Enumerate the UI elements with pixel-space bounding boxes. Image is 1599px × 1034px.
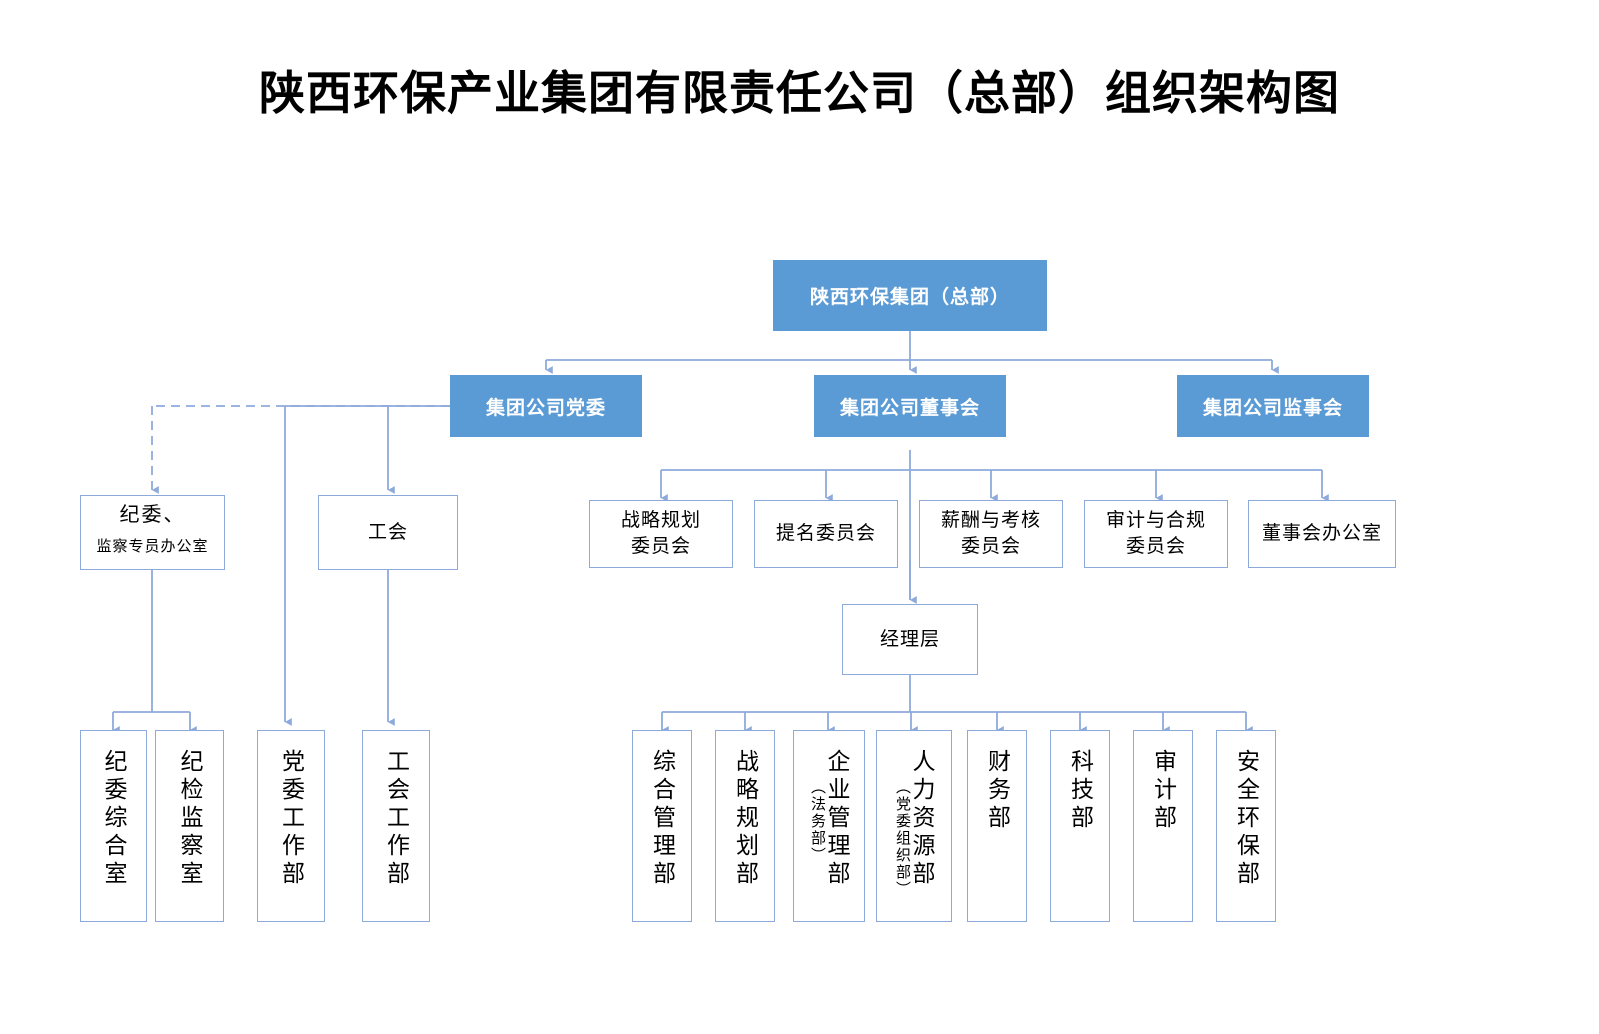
node-label: 工会 — [367, 521, 408, 543]
node-management-layer[interactable]: 经理层 — [842, 604, 978, 675]
node-label: 人力资源部 — [909, 749, 935, 889]
node-label: 纪检监察室 — [177, 749, 203, 889]
page-title: 陕西环保产业集团有限责任公司（总部）组织架构图 — [259, 66, 1340, 120]
node-label: 陕西环保集团（总部） — [809, 287, 1010, 308]
node-committee-remuneration-appraisal[interactable]: 薪酬与考核 委员会 — [919, 500, 1063, 568]
node-label-line1: 薪酬与考核 — [940, 510, 1041, 532]
node-label: 综合管理部 — [649, 749, 676, 889]
node-label: 工会工作部 — [383, 749, 410, 889]
node-dept-technology[interactable]: 科技部 — [1050, 730, 1110, 922]
node-dept-party-work[interactable]: 党委工作部 — [257, 730, 325, 922]
node-discipline-inspection-office[interactable]: 纪委、 监察专员办公室 — [80, 495, 225, 570]
node-label: 集团公司监事会 — [1202, 397, 1343, 419]
node-label-main: 纪委、 — [119, 503, 186, 526]
node-group-headquarters[interactable]: 陕西环保集团（总部） — [773, 260, 1047, 331]
node-label-line1: 董事会办公室 — [1261, 523, 1382, 545]
node-label-line1: 审计与合规 — [1105, 510, 1206, 532]
node-label-line1: 战略规划 — [620, 510, 701, 532]
node-dept-discipline-general-office[interactable]: 纪委综合室 — [80, 730, 147, 922]
node-label-line1: 提名委员会 — [775, 523, 876, 545]
node-party-committee[interactable]: 集团公司党委 — [450, 375, 642, 437]
node-label-sub: 监察专员办公室 — [96, 537, 209, 555]
node-label-line2: 委员会 — [630, 536, 691, 557]
node-label-line2: 委员会 — [960, 536, 1021, 557]
node-label: 集团公司党委 — [485, 397, 606, 419]
node-labor-union[interactable]: 工会 — [318, 495, 458, 570]
node-label-note: （党委组织部） — [894, 779, 911, 898]
node-board-of-directors[interactable]: 集团公司董事会 — [814, 375, 1006, 437]
node-dept-audit[interactable]: 审计部 — [1133, 730, 1193, 922]
node-label: 企业管理部 — [824, 749, 850, 889]
node-label: 纪委综合室 — [101, 749, 127, 889]
node-committee-nomination[interactable]: 提名委员会 — [754, 500, 898, 568]
node-dept-general-management[interactable]: 综合管理部 — [632, 730, 692, 922]
node-board-office[interactable]: 董事会办公室 — [1248, 500, 1396, 568]
node-label: 财务部 — [984, 749, 1011, 833]
node-committee-audit-compliance[interactable]: 审计与合规 委员会 — [1084, 500, 1228, 568]
node-label-line2: 委员会 — [1125, 536, 1186, 557]
node-dept-discipline-supervision-office[interactable]: 纪检监察室 — [155, 730, 224, 922]
node-label: 科技部 — [1067, 749, 1094, 833]
node-label: 集团公司董事会 — [839, 397, 980, 419]
node-label: 安全环保部 — [1233, 749, 1260, 889]
node-dept-finance[interactable]: 财务部 — [967, 730, 1027, 922]
node-dept-human-resources[interactable]: 人力资源部 （党委组织部） — [876, 730, 952, 922]
node-committee-strategy-planning[interactable]: 战略规划 委员会 — [589, 500, 733, 568]
node-dept-union-work[interactable]: 工会工作部 — [362, 730, 430, 922]
node-dept-enterprise-management[interactable]: 企业管理部 （法务部） — [793, 730, 865, 922]
node-label: 党委工作部 — [278, 749, 305, 889]
node-label: 审计部 — [1150, 749, 1177, 833]
node-label-note: （法务部） — [809, 779, 826, 864]
node-label: 经理层 — [879, 628, 940, 650]
node-dept-safety-environment[interactable]: 安全环保部 — [1216, 730, 1276, 922]
node-board-of-supervisors[interactable]: 集团公司监事会 — [1177, 375, 1369, 437]
node-label: 战略规划部 — [732, 749, 759, 889]
node-dept-strategy-planning[interactable]: 战略规划部 — [715, 730, 775, 922]
